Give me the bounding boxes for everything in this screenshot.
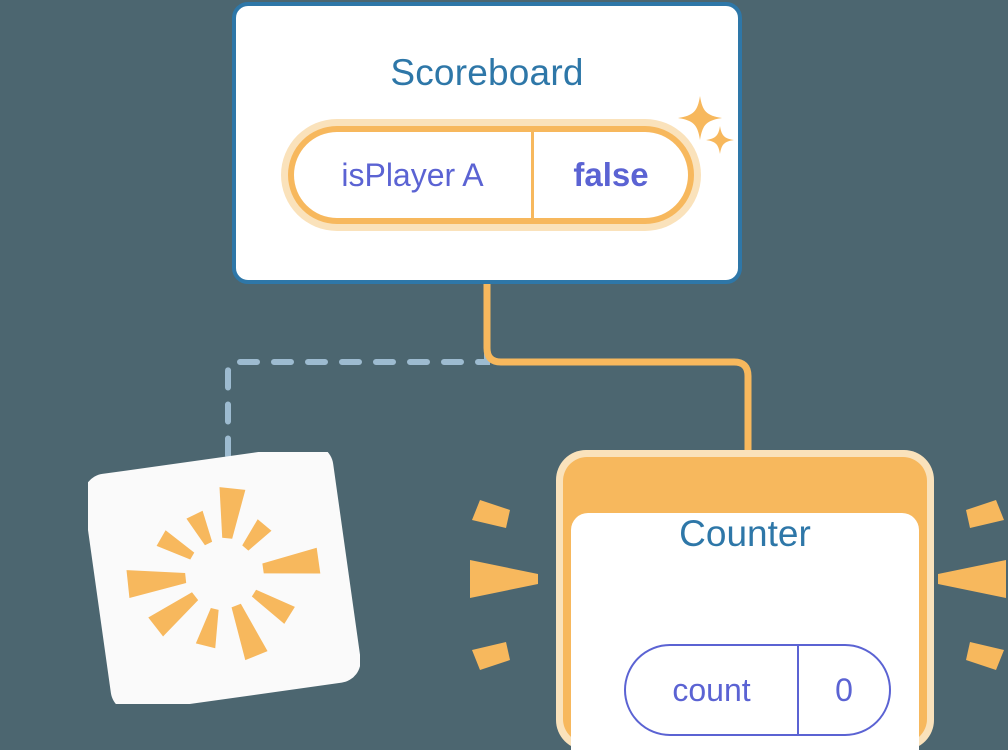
scoreboard-state-key: isPlayer A <box>294 132 534 218</box>
scoreboard-state-value: false <box>573 156 649 193</box>
counter-rays-left <box>470 500 538 670</box>
scoreboard-state-pill[interactable]: isPlayer A false <box>281 119 701 231</box>
counter-rays-right <box>938 500 1006 670</box>
burst-square-body <box>88 452 360 704</box>
ray <box>472 642 510 670</box>
scoreboard-state-pill-face: isPlayer A false <box>294 132 688 218</box>
ray <box>938 560 1006 598</box>
ray <box>472 500 510 528</box>
sparkle-small-icon <box>706 126 734 154</box>
connector-scoreboard-to-counter <box>483 284 752 460</box>
ray <box>966 500 1004 528</box>
burst-square-card <box>88 452 360 704</box>
scoreboard-card[interactable]: Scoreboard isPlayer A false <box>232 2 742 284</box>
counter-state-pill[interactable]: count 0 <box>624 644 891 736</box>
scoreboard-state-pill-ring: isPlayer A false <box>288 126 694 224</box>
counter-state-value: 0 <box>835 671 853 708</box>
burst-rays <box>126 487 321 661</box>
counter-title: Counter <box>679 513 811 554</box>
sparkle-large-icon <box>678 96 722 140</box>
scoreboard-title: Scoreboard <box>390 52 584 93</box>
counter-card-ring: Counter count 0 <box>563 457 927 750</box>
counter-state-key: count <box>626 646 799 734</box>
ray <box>966 642 1004 670</box>
ray <box>470 560 538 598</box>
counter-card-face: Counter count 0 <box>571 513 919 750</box>
connector-scoreboard-to-burst-square <box>225 283 490 473</box>
counter-card[interactable]: Counter count 0 <box>556 450 934 750</box>
